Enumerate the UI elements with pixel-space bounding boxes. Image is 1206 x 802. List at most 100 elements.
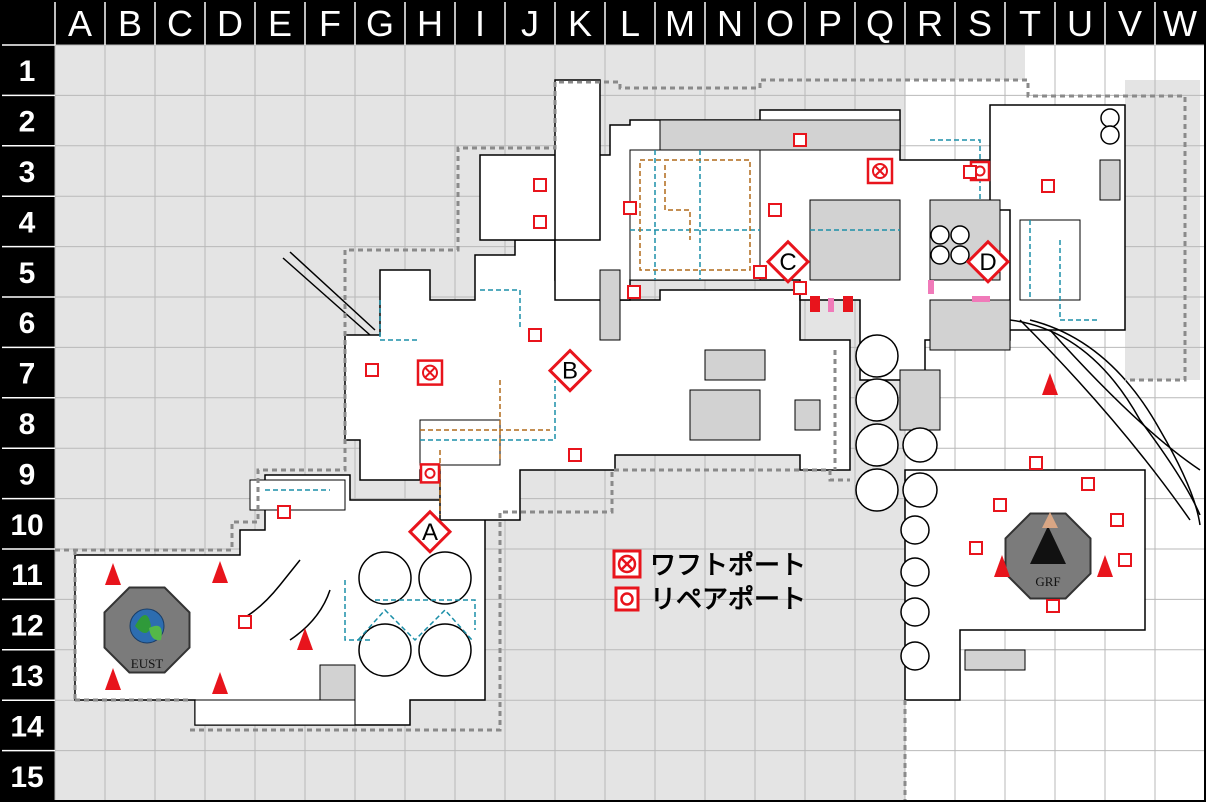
point-c[interactable]: C xyxy=(765,239,811,284)
point-a[interactable]: A xyxy=(407,509,453,554)
spawn-marker-icon xyxy=(533,215,547,229)
grey-zone-north xyxy=(905,45,1025,80)
column-label-m: M xyxy=(665,3,695,44)
eust-leaf-icon xyxy=(135,615,151,633)
column-label-n: N xyxy=(717,3,743,44)
north-corridor xyxy=(554,79,601,241)
gate-bars xyxy=(810,296,853,312)
base-logo-grf: GRF xyxy=(1004,512,1092,600)
row-label-13: 13 xyxy=(10,660,43,693)
waft-port-ring xyxy=(422,364,438,381)
legend-item-waft: ワフトポート xyxy=(612,549,806,581)
repair-port-icon-ring xyxy=(620,592,634,606)
column-label-q: Q xyxy=(866,3,894,44)
tank-circle xyxy=(900,597,930,627)
point-b[interactable]: B xyxy=(547,348,593,393)
tank-circle xyxy=(902,472,938,508)
spawn-marker-icon xyxy=(969,541,983,555)
tank-circle xyxy=(930,245,950,265)
spawn-marker-icon xyxy=(1118,553,1132,567)
row-label-11: 11 xyxy=(11,559,43,592)
waft-port-cross xyxy=(424,366,436,379)
spawn-marker-icon xyxy=(963,165,977,179)
turret-icon xyxy=(1042,373,1058,395)
column-label-c: C xyxy=(167,3,193,44)
row-label-5: 5 xyxy=(19,257,36,290)
repair-port-ring xyxy=(424,467,436,479)
column-label-j: J xyxy=(521,3,539,44)
tank-circle xyxy=(900,557,930,587)
turret-icon xyxy=(105,563,121,585)
tank-circle xyxy=(900,515,930,545)
pink-markers xyxy=(828,280,990,312)
spawn-marker-icon xyxy=(627,285,641,299)
legend: ワフトポート リペアポート xyxy=(612,549,806,615)
row-label-10: 10 xyxy=(10,509,43,542)
column-label-e: E xyxy=(268,3,292,44)
tank-circle xyxy=(855,423,899,467)
eust-leaf-icon-2 xyxy=(149,625,162,641)
point-label: D xyxy=(979,249,996,276)
tank-circle xyxy=(950,245,970,265)
tank-circle xyxy=(902,427,938,463)
legend-label-waft: ワフトポート xyxy=(650,550,806,581)
column-label-w: W xyxy=(1163,3,1197,44)
column-label-i: I xyxy=(475,3,485,44)
point-label: A xyxy=(422,519,438,546)
repair-port-icon xyxy=(419,463,441,484)
row-label-7: 7 xyxy=(19,358,36,391)
point-d[interactable]: D xyxy=(965,239,1011,284)
row-label-15: 15 xyxy=(10,761,43,794)
tank-circle xyxy=(855,468,899,512)
waft-port-marker[interactable] xyxy=(416,359,444,386)
column-label-p: P xyxy=(818,3,842,44)
waft-port-ring xyxy=(872,163,888,179)
repair-port-marker[interactable] xyxy=(419,463,441,484)
column-label-l: L xyxy=(620,3,640,44)
row-label-3: 3 xyxy=(19,156,36,189)
rail-tracks xyxy=(239,251,1201,641)
point-label: C xyxy=(779,249,796,276)
tank-circle xyxy=(418,623,472,677)
grf-emblem-peak-icon xyxy=(1042,512,1058,528)
point-diamond-icon xyxy=(765,239,811,284)
base-logo-label: GRF xyxy=(1035,574,1060,589)
column-label-r: R xyxy=(917,3,943,44)
tank-circle xyxy=(950,225,970,245)
tank-circle xyxy=(418,551,472,605)
facility-boundary xyxy=(55,78,1187,800)
spawn-marker-icon xyxy=(277,505,291,519)
column-label-b: B xyxy=(118,3,142,44)
waft-port-marker[interactable] xyxy=(866,157,894,185)
tank-circle xyxy=(1100,108,1120,128)
turret-icon xyxy=(297,628,313,650)
turret-icon xyxy=(105,668,121,690)
column-label-o: O xyxy=(766,3,794,44)
spawn-marker-icon xyxy=(533,178,547,192)
point-diamond-icon xyxy=(965,239,1011,284)
column-label-g: G xyxy=(366,3,394,44)
blue-pipes xyxy=(265,139,1100,641)
spawn-marker-icon xyxy=(1110,513,1124,527)
grf-emblem-icon xyxy=(1030,526,1066,564)
waft-port-cross xyxy=(874,165,886,177)
row-label-12: 12 xyxy=(10,610,43,643)
point-diamond-icon xyxy=(547,348,593,393)
waft-port-icon-cross-b xyxy=(620,557,634,571)
tank-circle xyxy=(855,378,899,422)
spawn-marker-icon xyxy=(753,265,767,279)
row-label-4: 4 xyxy=(19,206,36,239)
point-diamond-icon xyxy=(407,509,453,554)
row-label-2: 2 xyxy=(19,106,36,139)
spawn-marker-icon xyxy=(1046,599,1060,613)
tank-circle xyxy=(855,334,899,378)
row-label-1: 1 xyxy=(19,55,36,88)
spawn-marker-icon xyxy=(238,615,252,629)
tank-circle xyxy=(930,225,950,245)
spawn-marker-icon xyxy=(528,328,542,342)
column-label-u: U xyxy=(1067,3,1093,44)
